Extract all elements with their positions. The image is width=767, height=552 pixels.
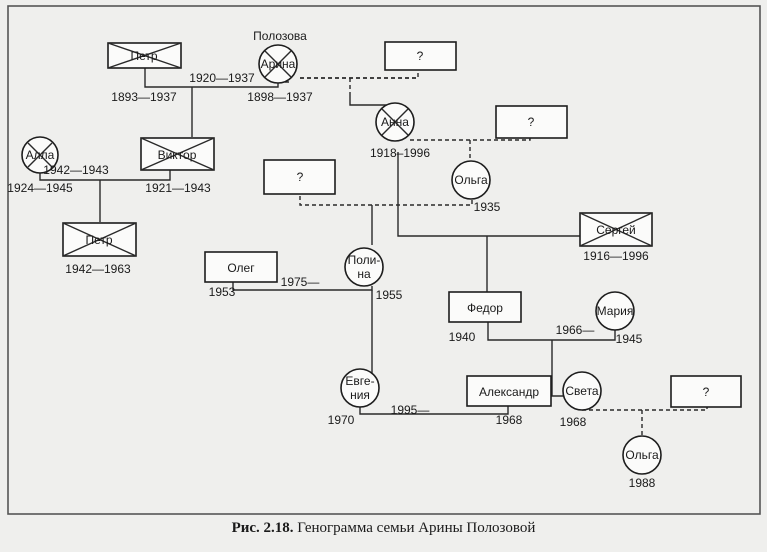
- person-polina-years: 1955: [376, 288, 403, 302]
- person-aleksandr-years: 1968: [496, 413, 523, 427]
- person-viktor: Виктор: [140, 137, 215, 171]
- person-sergey: Сергей: [579, 212, 653, 247]
- person-unknown-2: ?: [495, 105, 568, 139]
- person-evgenia: Евге- ния: [340, 368, 380, 408]
- person-evgenia-name-2: ния: [350, 388, 370, 402]
- person-sergey-name: Сергей: [596, 223, 636, 237]
- person-sveta-name: Света: [565, 384, 599, 398]
- person-fedor: Федор: [448, 291, 522, 323]
- marriage-line-alla-viktor: [39, 170, 171, 181]
- person-aleksandr-name: Александр: [479, 385, 539, 399]
- person-sergey-years: 1916—1996: [583, 249, 649, 263]
- person-viktor-name: Виктор: [158, 148, 197, 162]
- marriage-line-fedor-maria: [487, 322, 616, 341]
- figure-caption: Рис. 2.18. Генограмма семьи Арины Полозо…: [0, 520, 767, 537]
- person-anna-name: Анна: [381, 115, 409, 129]
- person-arina: Арина: [258, 44, 298, 84]
- person-oleg-name: Олег: [227, 261, 255, 275]
- person-maria: Мария: [595, 291, 635, 331]
- person-anna-years: 1918–1996: [370, 146, 430, 160]
- figure-caption-text: Генограмма семьи Арины Полозовой: [297, 520, 536, 536]
- person-unknown-1-name: ?: [417, 49, 424, 63]
- person-unknown-4: ?: [670, 375, 742, 408]
- person-petr-1: Петр: [107, 42, 182, 69]
- person-olga-1: Ольга: [451, 160, 491, 200]
- person-arina-years: 1898—1937: [247, 90, 313, 104]
- partner-line-unknown3-olga1: [299, 196, 473, 206]
- person-viktor-years: 1921—1943: [145, 181, 211, 195]
- person-petr-2: Петр: [62, 222, 137, 257]
- person-unknown-1: ?: [384, 41, 457, 71]
- union-oleg-polina-years: 1975—: [281, 275, 320, 289]
- partner-line-arina-unknown1: [278, 70, 419, 83]
- person-maria-name: Мария: [597, 304, 634, 318]
- union-fedor-maria-years: 1966—: [556, 323, 595, 337]
- person-aleksandr: Александр: [466, 375, 552, 407]
- person-olga-2-name: Ольга: [625, 448, 659, 462]
- person-polina-name-2: на: [357, 267, 371, 281]
- person-petr-2-name: Петр: [85, 233, 112, 247]
- person-polina-name-1: Поли-: [348, 253, 381, 267]
- person-olga-2: Ольга: [622, 435, 662, 475]
- person-petr-2-years: 1942—1963: [65, 262, 131, 276]
- person-olga-2-years: 1988: [629, 476, 656, 490]
- person-arina-name: Арина: [261, 57, 296, 71]
- person-unknown-3-name: ?: [297, 170, 304, 184]
- person-olga-1-years: 1935: [474, 200, 501, 214]
- person-oleg: Олег: [204, 251, 278, 283]
- person-sveta: Света: [562, 371, 602, 411]
- person-sveta-years: 1968: [560, 415, 587, 429]
- person-maria-years: 1945: [616, 332, 643, 346]
- marriage-line-anna-sergey: [397, 152, 614, 237]
- person-anna: Анна: [375, 102, 415, 142]
- person-fedor-name: Федор: [467, 301, 503, 315]
- union-alla-viktor-years: 1942—1943: [43, 163, 109, 177]
- figure-caption-label: Рис. 2.18.: [231, 520, 294, 536]
- person-arina-surname: Полозова: [253, 29, 307, 43]
- person-fedor-years: 1940: [449, 330, 476, 344]
- person-alla-name: Алла: [26, 148, 55, 162]
- person-polina: Поли- на: [344, 247, 384, 287]
- person-oleg-years: 1953: [209, 285, 236, 299]
- person-petr-1-years: 1893—1937: [111, 90, 177, 104]
- person-alla: Алла: [21, 136, 59, 174]
- figure-frame: [7, 5, 761, 515]
- person-unknown-3: ?: [263, 159, 336, 195]
- union-petr-arina-years: 1920—1937: [189, 71, 255, 85]
- marriage-line-petr-arina: [144, 68, 279, 88]
- person-unknown-2-name: ?: [528, 115, 535, 129]
- marriage-line-oleg-polina: [232, 282, 373, 291]
- person-unknown-4-name: ?: [703, 385, 710, 399]
- person-evgenia-years: 1970: [328, 413, 355, 427]
- person-alla-years: 1924—1945: [7, 181, 73, 195]
- union-evgenia-aleksandr-years: 1995—: [391, 403, 430, 417]
- person-evgenia-name-1: Евге-: [345, 374, 374, 388]
- person-petr-1-name: Петр: [130, 49, 157, 63]
- person-olga-1-name: Ольга: [454, 173, 488, 187]
